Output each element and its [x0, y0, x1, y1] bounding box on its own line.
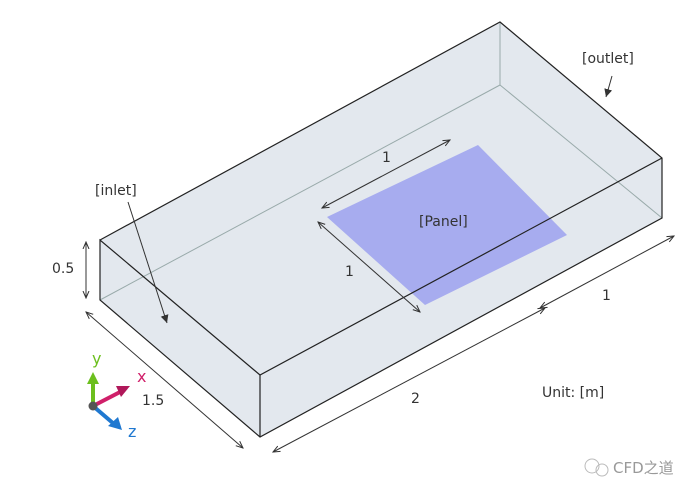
z-axis-arrow	[91, 404, 116, 426]
dim-panel-length	[322, 140, 450, 208]
outlet-label: [outlet]	[582, 51, 634, 67]
dim-depth	[86, 312, 243, 448]
dim-panel-length-label: 1	[382, 150, 391, 166]
hidden-edge	[99, 84, 501, 301]
y-axis-head	[87, 372, 99, 384]
dim-width	[540, 236, 674, 308]
x-axis-head	[116, 386, 130, 397]
watermark-text: CFD之道	[613, 459, 674, 477]
box-domain	[99, 21, 663, 438]
inlet-label: [inlet]	[95, 183, 137, 199]
dim-depth-label: 1.5	[142, 393, 164, 409]
axis-triad: y x z	[87, 349, 146, 441]
z-axis-head	[108, 417, 122, 430]
dim-length-label: 2	[411, 391, 420, 407]
x-axis-arrow	[92, 389, 123, 408]
outlet-pointer	[604, 75, 613, 98]
dim-panel-width-label: 1	[345, 264, 354, 280]
dim-width-label: 1	[602, 288, 611, 304]
wechat-icon	[595, 463, 609, 477]
watermark: CFD之道	[584, 458, 674, 477]
wechat-icon	[584, 458, 600, 474]
panel-label: [Panel]	[419, 214, 468, 230]
inlet-pointer	[127, 201, 169, 324]
dimension-lines	[86, 75, 674, 452]
hidden-edge	[499, 84, 663, 219]
axis-origin	[88, 401, 98, 411]
dim-height-label: 0.5	[52, 261, 74, 277]
z-axis-label: z	[128, 422, 136, 441]
unit-label: Unit: [m]	[542, 385, 604, 401]
x-axis-label: x	[137, 367, 146, 386]
dim-length	[273, 308, 545, 452]
y-axis-label: y	[92, 349, 101, 368]
dim-panel-width	[318, 222, 420, 312]
